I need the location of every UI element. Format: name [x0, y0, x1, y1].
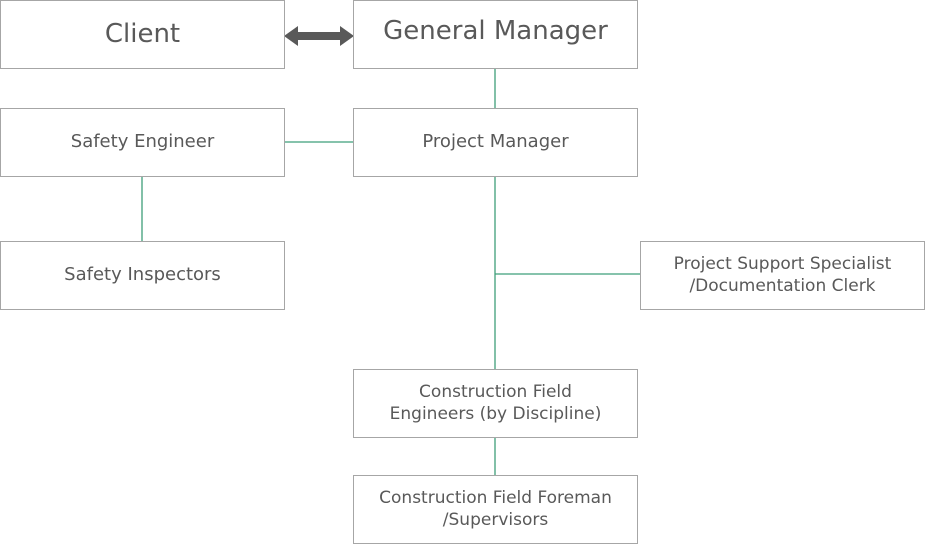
client-label: Client [104, 19, 181, 50]
general-manager-box: General Manager [353, 0, 638, 69]
general-manager-label: General Manager [383, 16, 608, 46]
foreman-label-line2: /Supervisors [442, 509, 549, 530]
project-support-label-line1: Project Support Specialist [673, 254, 892, 275]
project-manager-box: Project Manager [353, 108, 638, 177]
safety-inspectors-box: Safety Inspectors [0, 241, 285, 310]
client-box: Client [0, 0, 285, 69]
project-manager-label: Project Manager [422, 131, 569, 153]
foreman-box: Construction Field Foreman /Supervisors [353, 475, 638, 544]
safety-engineer-label: Safety Engineer [70, 131, 215, 153]
project-support-label-line2: /Documentation Clerk [689, 275, 876, 296]
project-support-box: Project Support Specialist /Documentatio… [640, 241, 925, 310]
double-arrow-icon [284, 26, 354, 46]
safety-engineer-box: Safety Engineer [0, 108, 285, 177]
field-engineers-box: Construction Field Engineers (by Discipl… [353, 369, 638, 438]
field-engineers-label-line1: Construction Field [419, 382, 572, 403]
safety-inspectors-label: Safety Inspectors [64, 264, 221, 286]
field-engineers-label-line2: Engineers (by Discipline) [389, 403, 602, 424]
foreman-label-line1: Construction Field Foreman [379, 488, 612, 509]
